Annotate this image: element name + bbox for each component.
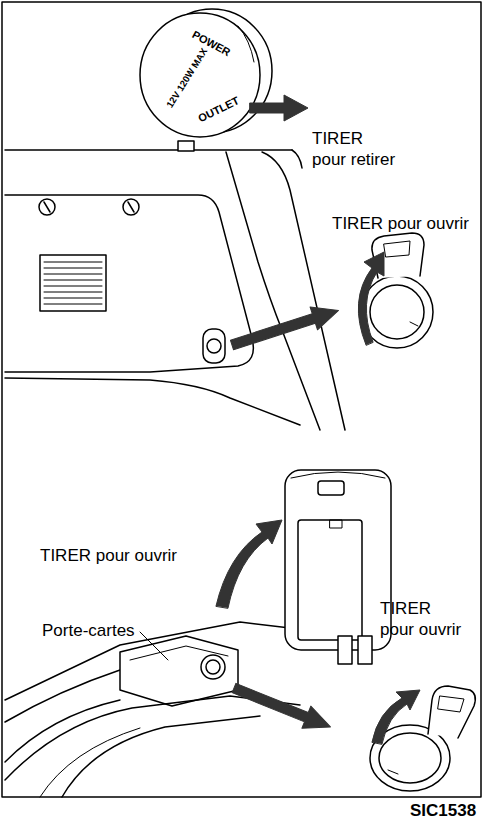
leader-line <box>140 632 168 660</box>
figure-code: SIC1538 <box>410 800 476 821</box>
instruction-label: TIRER pour ouvrir <box>40 545 177 566</box>
outlet-cap <box>140 9 272 137</box>
outlet-socket <box>203 329 225 363</box>
cap-text: OUTLET <box>196 94 242 126</box>
open-arrow <box>372 690 420 744</box>
instruction-label: TIRER pour ouvrir <box>380 598 466 641</box>
console-lid <box>285 470 391 664</box>
open-arrow <box>216 520 282 608</box>
trim-panel <box>5 141 345 430</box>
pointer-arrow <box>228 299 342 356</box>
frame <box>2 2 481 797</box>
open-arrow <box>358 252 384 345</box>
instruction-label: TIRER pour retirer <box>312 128 398 171</box>
part-name: Porte-cartes <box>42 620 135 641</box>
open-outlet <box>370 686 475 791</box>
pull-arrow <box>250 95 308 121</box>
cap-text: 12V 120W MAX <box>164 46 210 110</box>
instruction-label: TIRER pour ouvrir <box>332 213 469 234</box>
console <box>5 622 300 797</box>
open-outlet <box>361 233 433 348</box>
pointer-arrow <box>230 677 335 738</box>
